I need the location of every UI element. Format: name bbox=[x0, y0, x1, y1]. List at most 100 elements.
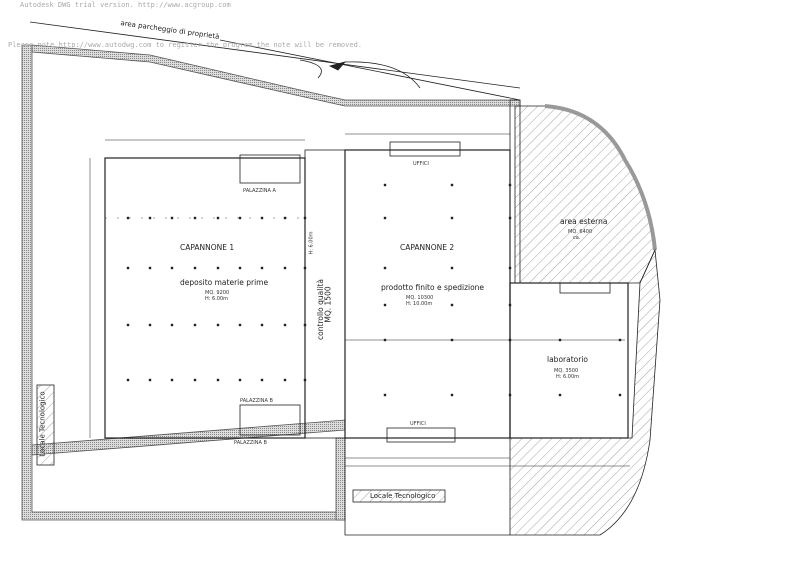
locale-tecnologico-bottom bbox=[352, 489, 446, 503]
column-marker bbox=[260, 378, 264, 382]
column-marker bbox=[148, 323, 152, 327]
capannone-2 bbox=[344, 149, 511, 439]
laboratorio-height: H: 6.00m bbox=[556, 374, 580, 380]
column-marker bbox=[126, 266, 130, 270]
column-marker bbox=[148, 378, 152, 382]
column-marker bbox=[126, 323, 130, 327]
column-marker bbox=[193, 323, 197, 327]
column-marker bbox=[170, 266, 174, 270]
capannone-2-name: CAPANNONE 2 bbox=[400, 243, 455, 252]
laboratorio-name: laboratorio bbox=[547, 355, 588, 364]
column-marker bbox=[508, 303, 512, 307]
column-marker bbox=[450, 338, 454, 342]
column-marker bbox=[216, 378, 220, 382]
palazzina-a-label: PALAZZINA A bbox=[243, 188, 276, 194]
yard-outline bbox=[344, 438, 510, 536]
column-marker bbox=[450, 216, 454, 220]
road-line bbox=[219, 39, 521, 101]
column-marker bbox=[618, 393, 622, 397]
area-esterna bbox=[514, 105, 656, 284]
capannone-1-area: MQ. 9200 bbox=[205, 290, 230, 296]
column-marker bbox=[450, 303, 454, 307]
palazzina-a bbox=[239, 154, 301, 184]
watermark-line-1: Autodesk DWG trial version. http://www.a… bbox=[20, 1, 231, 9]
connector-corridor bbox=[509, 99, 521, 284]
capannone-1-use: deposito materie prime bbox=[180, 278, 269, 287]
column-marker bbox=[283, 378, 287, 382]
controllo-height: H: 6.00m bbox=[308, 231, 315, 255]
column-marker bbox=[508, 183, 512, 187]
capannone-2-use: prodotto finito e spedizione bbox=[381, 283, 485, 292]
column-marker bbox=[383, 266, 387, 270]
column-marker bbox=[126, 216, 130, 220]
lab-rooms bbox=[559, 282, 611, 294]
column-marker bbox=[170, 216, 174, 220]
column-marker bbox=[260, 323, 264, 327]
area-esterna-note: ca. bbox=[573, 235, 581, 241]
column-marker bbox=[303, 216, 307, 220]
column-marker bbox=[558, 338, 562, 342]
uffici-bottom bbox=[386, 427, 456, 443]
column-marker bbox=[260, 266, 264, 270]
palazzina-b-label: PALAZZINA B bbox=[240, 398, 273, 404]
column-marker bbox=[508, 266, 512, 270]
column-marker bbox=[450, 393, 454, 397]
hatched-area bbox=[509, 248, 661, 536]
column-marker bbox=[303, 378, 307, 382]
column-marker bbox=[383, 183, 387, 187]
column-marker bbox=[450, 183, 454, 187]
uffici-bottom-label: UFFICI bbox=[410, 421, 426, 427]
column-marker bbox=[283, 216, 287, 220]
column-marker bbox=[508, 338, 512, 342]
column-marker bbox=[238, 216, 242, 220]
capannone-2-height: H: 10.00m bbox=[406, 301, 433, 307]
access-curve bbox=[344, 61, 421, 89]
column-marker bbox=[283, 323, 287, 327]
column-marker bbox=[238, 378, 242, 382]
column-marker bbox=[170, 378, 174, 382]
column-marker bbox=[148, 266, 152, 270]
column-marker bbox=[383, 303, 387, 307]
column-marker bbox=[283, 266, 287, 270]
locale-bottom-label: Locale Tecnologico bbox=[370, 492, 436, 500]
column-marker bbox=[383, 393, 387, 397]
column-marker bbox=[303, 323, 307, 327]
column-marker bbox=[238, 266, 242, 270]
column-marker bbox=[216, 323, 220, 327]
palazzina-b-bottom-label: PALAZZINA B bbox=[234, 440, 267, 446]
column-marker bbox=[238, 323, 242, 327]
laboratorio-area: MQ. 3500 bbox=[554, 368, 579, 374]
access-curve bbox=[299, 59, 322, 79]
column-marker bbox=[193, 216, 197, 220]
column-marker bbox=[508, 216, 512, 220]
capannone-1-name: CAPANNONE 1 bbox=[180, 243, 235, 252]
uffici-top bbox=[389, 141, 461, 157]
column-marker bbox=[383, 216, 387, 220]
column-marker bbox=[383, 338, 387, 342]
column-marker bbox=[126, 378, 130, 382]
capannone-2-area: MQ. 10300 bbox=[406, 295, 434, 301]
column-marker bbox=[193, 266, 197, 270]
area-esterna-area: MQ. 6400 bbox=[568, 229, 593, 235]
column-marker bbox=[216, 216, 220, 220]
uffici-top-label: UFFICI bbox=[413, 161, 429, 167]
column-marker bbox=[260, 216, 264, 220]
direction-arrow bbox=[328, 61, 347, 71]
locale-left-label: Locale Tecnologico bbox=[38, 391, 47, 457]
column-marker bbox=[450, 266, 454, 270]
road-line bbox=[29, 21, 521, 89]
column-marker bbox=[303, 266, 307, 270]
watermark-line-2: Please note http://www.autodwg.com to re… bbox=[8, 41, 363, 49]
controllo-area: MQ. 1500 bbox=[323, 286, 333, 323]
column-marker bbox=[558, 393, 562, 397]
column-marker bbox=[216, 266, 220, 270]
column-marker bbox=[193, 378, 197, 382]
palazzina-b bbox=[239, 404, 301, 436]
area-esterna-name: area esterna bbox=[560, 217, 608, 226]
column-marker bbox=[170, 323, 174, 327]
column-marker bbox=[618, 338, 622, 342]
locale-tecnologico-left bbox=[36, 384, 55, 466]
capannone-1-height: H: 6.00m bbox=[205, 296, 229, 302]
boundary-wall bbox=[335, 437, 346, 521]
